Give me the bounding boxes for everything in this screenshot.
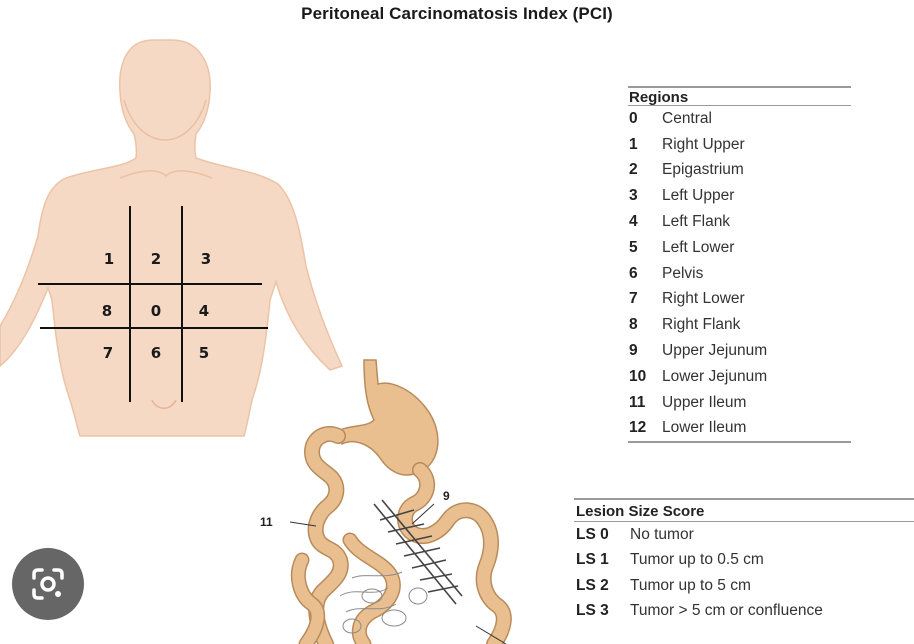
region-label-8: 8 [102, 302, 112, 320]
lesion-header: Lesion Size Score [574, 498, 914, 522]
lesion-description: Tumor up to 5 cm [630, 576, 751, 594]
region-name: Pelvis [662, 264, 704, 282]
region-number: 5 [629, 238, 638, 256]
region-number: 12 [629, 419, 647, 437]
region-row: 8 Right Flank [628, 312, 851, 338]
pci-region-grid [38, 206, 268, 402]
region-name: Central [662, 109, 712, 127]
region-name: Right Flank [662, 316, 741, 334]
region-label-0: 0 [151, 302, 161, 320]
regions-table: Regions 0 Central 1 Right Upper 2 Epigastri… [628, 86, 851, 444]
region-label-1: 1 [104, 250, 114, 268]
region-number: 6 [629, 264, 638, 282]
region-name: Left Flank [662, 213, 731, 231]
lesion-row: LS 1 Tumor up to 0.5 cm [574, 548, 914, 574]
region-row: 5 Left Lower [628, 235, 851, 261]
region-name: Right Upper [662, 135, 745, 153]
region-row: 11 Upper Ileum [628, 390, 851, 416]
region-name: Right Lower [662, 290, 745, 308]
bowel-label-9: 9 [443, 489, 450, 503]
region-row: 10 Lower Jejunum [628, 364, 851, 390]
region-number: 7 [629, 290, 638, 308]
google-lens-icon [32, 568, 64, 600]
region-number: 0 [629, 109, 638, 127]
region-row: 1 Right Upper [628, 132, 851, 158]
region-label-7: 7 [103, 344, 113, 362]
region-label-6: 6 [151, 344, 161, 362]
region-label-5: 5 [199, 344, 209, 362]
region-row: 7 Right Lower [628, 287, 851, 313]
region-name: Lower Ileum [662, 419, 747, 437]
region-name: Left Upper [662, 187, 735, 205]
region-name: Left Lower [662, 238, 735, 256]
region-number: 3 [629, 187, 638, 205]
region-row: 9 Upper Jejunum [628, 338, 851, 364]
region-row: 3 Left Upper [628, 183, 851, 209]
lesion-code: LS 0 [576, 525, 609, 543]
bowel-illustration [289, 359, 512, 644]
region-row: 0 Central [628, 106, 851, 132]
lens-search-button[interactable] [12, 548, 84, 620]
lesion-code: LS 1 [576, 551, 609, 569]
lesion-row: LS 0 No tumor [574, 522, 914, 548]
lesion-size-table: Lesion Size Score LS 0 No tumor LS 1 Tumor… [574, 498, 914, 624]
region-row: 2 Epigastrium [628, 158, 851, 184]
lesion-code: LS 3 [576, 602, 609, 620]
lesion-description: Tumor > 5 cm or confluence [630, 602, 823, 620]
region-row: 6 Pelvis [628, 261, 851, 287]
lesion-code: LS 2 [576, 576, 609, 594]
region-number: 2 [629, 161, 638, 179]
region-name: Epigastrium [662, 161, 744, 179]
region-number: 10 [629, 367, 647, 385]
region-number: 8 [629, 316, 638, 334]
page-title: Peritoneal Carcinomatosis Index (PCI) [301, 4, 613, 23]
region-number: 11 [629, 393, 646, 411]
region-name: Upper Ileum [662, 393, 747, 411]
region-number: 9 [629, 342, 638, 360]
region-number: 1 [629, 135, 638, 153]
region-row: 12 Lower Ileum [628, 416, 851, 444]
region-label-3: 3 [201, 250, 211, 268]
region-name: Upper Jejunum [662, 342, 768, 360]
lesion-description: No tumor [630, 525, 694, 543]
lesion-row: LS 2 Tumor up to 5 cm [574, 573, 914, 599]
torso-figure [0, 39, 344, 437]
region-row: 4 Left Flank [628, 209, 851, 235]
region-label-2: 2 [151, 250, 161, 268]
bowel-label-11: 11 [260, 515, 273, 529]
lesion-description: Tumor up to 0.5 cm [630, 551, 764, 569]
region-name: Lower Jejunum [662, 367, 768, 385]
region-number: 4 [629, 213, 638, 231]
lesion-row: LS 3 Tumor > 5 cm or confluence [574, 599, 914, 625]
regions-header: Regions [628, 86, 851, 106]
region-label-4: 4 [199, 302, 209, 320]
